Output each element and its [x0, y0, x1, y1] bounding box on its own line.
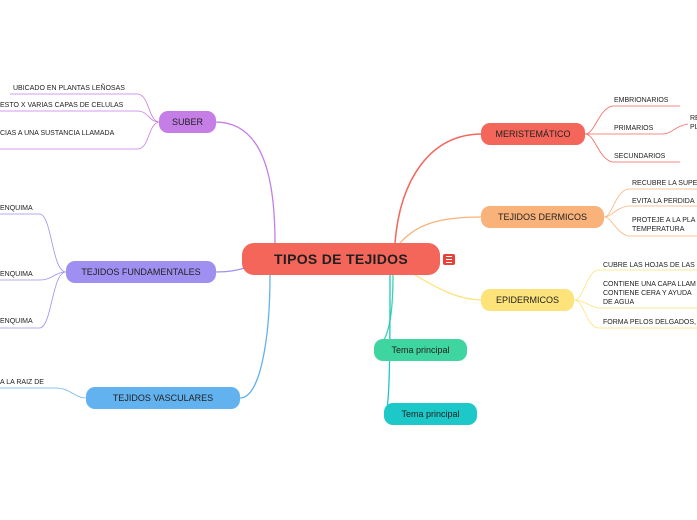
root-node[interactable]: TIPOS DE TEJIDOS — [242, 243, 440, 275]
branch-fundamentales[interactable]: TEJIDOS FUNDAMENTALES — [66, 261, 216, 283]
leaf-capa[interactable]: CONTIENE UNA CAPA LLAM — [603, 281, 696, 288]
leaf-sustancia[interactable]: CIAS A UNA SUSTANCIA LLAMADA — [0, 130, 115, 137]
link-meristematico — [394, 133, 483, 244]
branch-tema-principal-1[interactable]: Tema principal — [374, 339, 467, 361]
leaf-temperatura[interactable]: TEMPERATURA — [632, 226, 685, 233]
branch-tema-principal-2[interactable]: Tema principal — [384, 403, 477, 425]
leaf-embrionarios[interactable]: EMBRIONARIOS — [614, 97, 669, 104]
leaf-proteje[interactable]: PROTEJE A LA PLA — [632, 217, 696, 224]
link-suber — [214, 121, 276, 244]
branch-meristematico[interactable]: MERISTEMÁTICO — [481, 123, 585, 145]
leaf-evita[interactable]: EVITA LA PERDIDA — [632, 198, 695, 205]
leaf-agua[interactable]: DE AGUA — [603, 299, 635, 306]
branch-dermicos[interactable]: TEJIDOS DERMICOS — [481, 206, 604, 228]
leaf-secundarios[interactable]: SECUNDARIOS — [614, 153, 666, 160]
leaf-pelos[interactable]: FORMA PELOS DELGADOS, — [603, 319, 696, 326]
leaf-primarios[interactable]: PRIMARIOS — [614, 125, 654, 132]
leaf-raiz[interactable]: A LA RAIZ DE — [0, 379, 44, 386]
menu-icon[interactable] — [443, 254, 455, 265]
leaf-enquima-3[interactable]: ENQUIMA — [0, 318, 33, 325]
leaf-cera[interactable]: CONTIENE CERA Y AYUDA — [603, 290, 692, 297]
leaf-cubre-hojas[interactable]: CUBRE LAS HOJAS DE LAS — [603, 262, 695, 269]
leaf-primarios-sub-2[interactable]: PL — [690, 124, 697, 131]
branch-epidermicos[interactable]: EPIDERMICOS — [481, 289, 574, 311]
branch-vasculares[interactable]: TEJIDOS VASCULARES — [86, 387, 240, 409]
leaf-recubre[interactable]: RECUBRE LA SUPE — [632, 180, 697, 187]
branch-suber[interactable]: SUBER — [159, 111, 216, 133]
leaf-enquima-1[interactable]: ENQUIMA — [0, 205, 33, 212]
leaf-ubicado[interactable]: UBICADO EN PLANTAS LEÑOSAS — [13, 85, 125, 92]
link-epidermicos — [414, 274, 483, 301]
leaf-capas-celulas[interactable]: ESTO X VARIAS CAPAS DE CELULAS — [0, 102, 124, 109]
link-dermicos — [399, 216, 483, 244]
leaf-enquima-2[interactable]: ENQUIMA — [0, 271, 33, 278]
leaf-primarios-sub-1[interactable]: RE — [690, 115, 697, 122]
link-vasculares — [239, 274, 271, 399]
